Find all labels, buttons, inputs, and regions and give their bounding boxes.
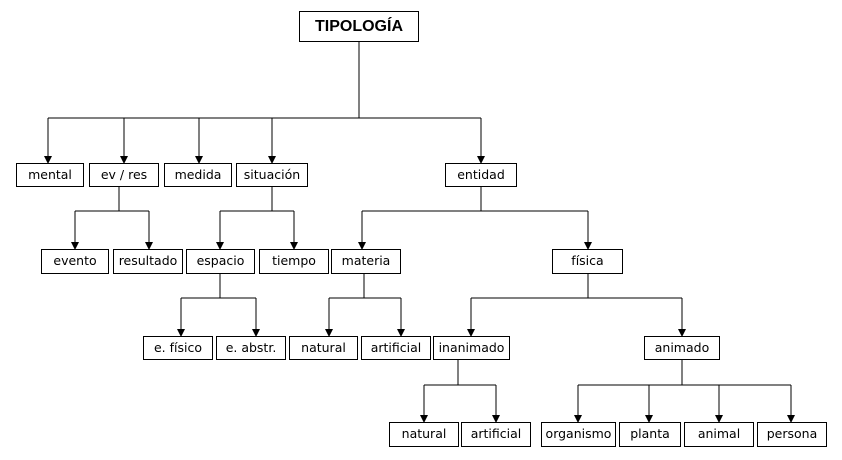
node-materia-natural: natural (289, 336, 358, 360)
node-mental: mental (16, 163, 84, 187)
node-e-abstr: e. abstr. (216, 336, 286, 360)
node-materia-artificial: artificial (361, 336, 431, 360)
node-inanimado-artificial: artificial (461, 422, 531, 447)
node-entidad: entidad (445, 163, 517, 187)
node-fisica: física (552, 249, 623, 274)
node-organismo: organismo (541, 422, 616, 447)
node-situacion: situación (236, 163, 308, 187)
node-animal: animal (684, 422, 754, 447)
node-espacio: espacio (186, 249, 255, 274)
node-ev-res: ev / res (89, 163, 159, 187)
node-inanimado: inanimado (433, 336, 510, 360)
node-materia: materia (331, 249, 401, 274)
node-animado: animado (644, 336, 720, 360)
node-e-fisico: e. físico (143, 336, 213, 360)
node-evento: evento (41, 249, 109, 274)
node-persona: persona (757, 422, 827, 447)
node-resultado: resultado (113, 249, 183, 274)
node-planta: planta (619, 422, 681, 447)
node-medida: medida (164, 163, 232, 187)
node-tiempo: tiempo (259, 249, 329, 274)
node-inanimado-natural: natural (389, 422, 459, 447)
node-root: TIPOLOGÍA (299, 11, 419, 42)
